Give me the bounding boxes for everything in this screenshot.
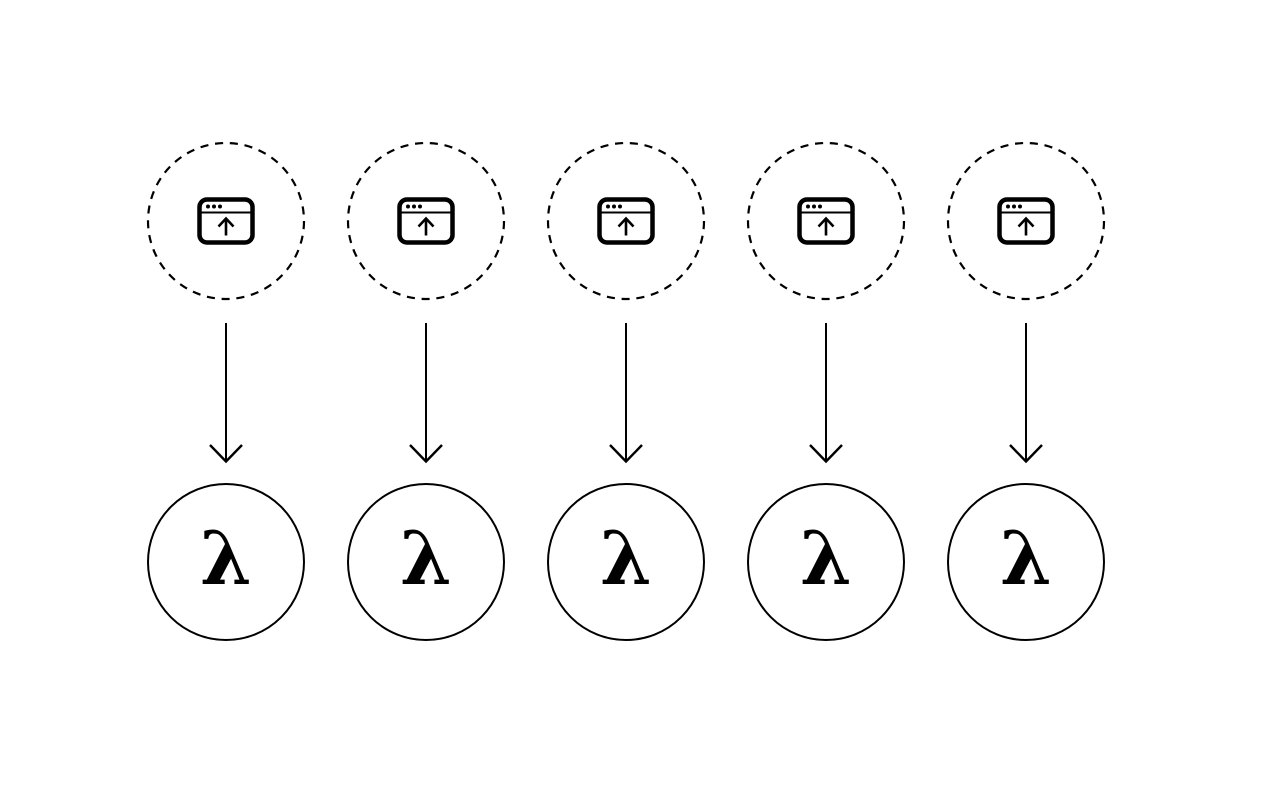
down-arrow-icon [409,323,443,464]
invocation-column: λ [926,141,1126,641]
dashed-circle [546,141,706,301]
lambda-invocation-diagram: λ λ [126,141,1126,641]
browser-upload-icon [597,197,655,245]
lambda-label: λ [600,516,652,602]
dashed-circle [346,141,506,301]
down-arrow-icon [609,323,643,464]
dashed-circle [746,141,906,301]
lambda-label: λ [400,516,452,602]
lambda-function-node: λ [547,483,705,641]
dashed-circle [146,141,306,301]
lambda-function-node: λ [147,483,305,641]
browser-upload-icon [197,197,255,245]
client-source-node [746,141,906,301]
lambda-label: λ [1000,516,1052,602]
dashed-circle [946,141,1106,301]
invocation-column: λ [126,141,326,641]
client-source-node [346,141,506,301]
browser-upload-icon [997,197,1055,245]
browser-upload-icon [397,197,455,245]
invocation-column: λ [526,141,726,641]
client-source-node [546,141,706,301]
lambda-label: λ [800,516,852,602]
client-source-node [146,141,306,301]
down-arrow-icon [209,323,243,464]
lambda-function-node: λ [947,483,1105,641]
down-arrow-icon [809,323,843,464]
lambda-label: λ [200,516,252,602]
browser-upload-icon [797,197,855,245]
lambda-function-node: λ [747,483,905,641]
client-source-node [946,141,1106,301]
invocation-column: λ [726,141,926,641]
invocation-column: λ [326,141,526,641]
down-arrow-icon [1009,323,1043,464]
lambda-function-node: λ [347,483,505,641]
